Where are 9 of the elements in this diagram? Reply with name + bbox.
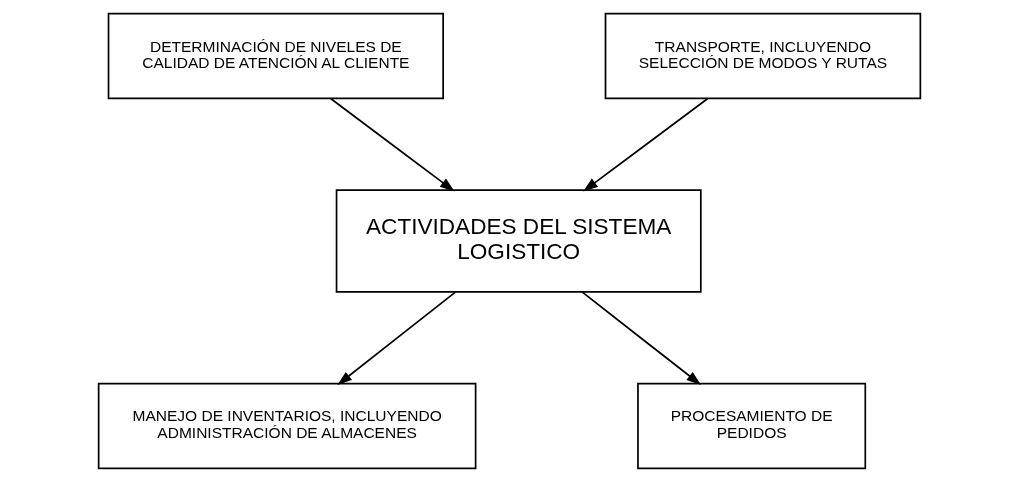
arrow — [582, 97, 708, 192]
node-box: MANEJO DE INVENTARIOS, INCLUYENDO ADMINISTRACIÓN DE ALMACENES — [97, 382, 476, 470]
arrow — [336, 291, 456, 386]
arrow — [329, 97, 455, 192]
node-box: DETERMINACIÓN DE NIVELES DE CALIDAD DE ATENCIÓN AL CLIENTE — [107, 12, 444, 100]
node-box: ACTIVIDADES DEL SISTEMA LOGISTICO — [335, 189, 702, 293]
arrow — [581, 291, 701, 385]
node-box: TRANSPORTE, INCLUYENDO SELECCIÓN DE MODOS Y RUTAS — [604, 12, 921, 100]
node-box: PROCESAMIENTO DE PEDIDOS — [636, 382, 866, 470]
